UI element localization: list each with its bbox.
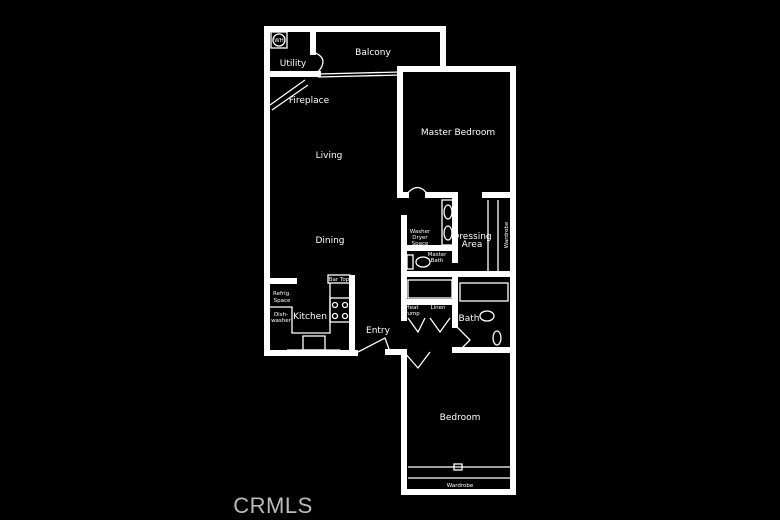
label-pump: Pump: [404, 311, 420, 317]
label-wh: WH: [274, 38, 284, 44]
label-dining: Dining: [315, 236, 344, 246]
label-bar-top: Bar Top: [329, 277, 350, 283]
walls: [264, 26, 516, 495]
label-master-bedroom: Master Bedroom: [421, 128, 495, 138]
label-linen: Linen: [431, 305, 446, 311]
label-master-bath-2: Bath: [431, 258, 444, 264]
label-fireplace: Fireplace: [289, 96, 330, 106]
label-washer: Washer: [410, 229, 431, 235]
label-wardrobe-master: Wardrobe: [504, 221, 510, 248]
label-master-bath-1: Master: [428, 252, 448, 258]
label-bath: Bath: [459, 314, 480, 324]
fixtures: [269, 31, 510, 479]
label-wardrobe-bedroom: Wardrobe: [447, 483, 474, 489]
watermark: CRMLS: [233, 493, 313, 518]
label-kitchen: Kitchen: [293, 312, 327, 322]
label-bedroom: Bedroom: [440, 413, 481, 423]
label-living: Living: [316, 151, 343, 161]
label-entry: Entry: [366, 326, 391, 336]
label-refrig-space: Space: [274, 298, 291, 304]
label-heat: Heat: [405, 305, 419, 311]
label-dryer: Dryer: [412, 235, 428, 241]
label-dressing: Dressing: [452, 232, 491, 242]
label-refrig: Refrig.: [273, 291, 291, 297]
label-washer-dish: washer: [271, 318, 292, 324]
label-balcony: Balcony: [355, 48, 391, 58]
label-area: Area: [462, 240, 483, 250]
label-dish: Dish-: [274, 312, 288, 318]
label-utility: Utility: [280, 59, 307, 69]
label-space: Space: [412, 241, 429, 247]
room-labels: WH Utility Balcony Fireplace Living Mast…: [271, 38, 510, 489]
